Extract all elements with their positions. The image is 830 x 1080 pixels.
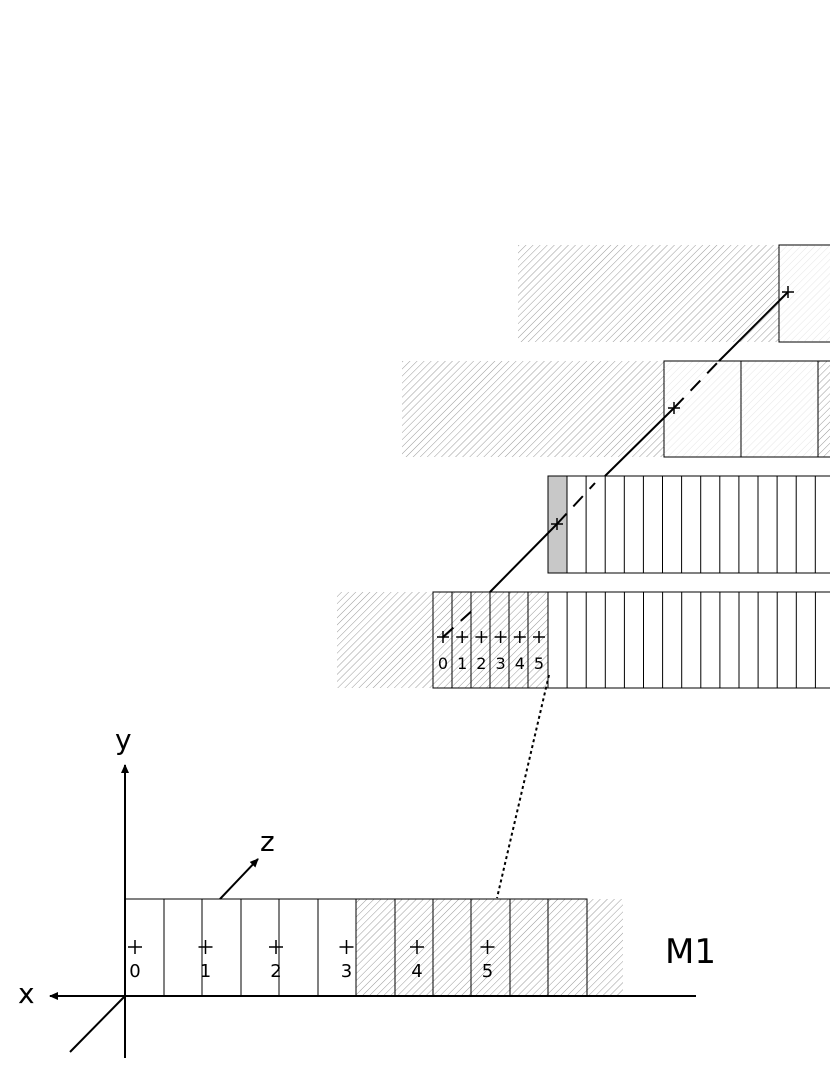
layer-1-strip-label: 1 <box>457 654 467 673</box>
track-segment-4 <box>604 407 675 477</box>
layer-2 <box>547 475 830 574</box>
track-segment-5 <box>673 360 720 409</box>
layer-1-strip-marker <box>456 631 469 643</box>
module-m1: 0 1 2 3 4 5 M1 <box>124 898 716 997</box>
layer-4 <box>518 244 830 343</box>
coordinate-axes: x y z <box>18 723 696 1058</box>
x-axis-label: x <box>18 977 35 1010</box>
layer-1-strips <box>451 592 816 688</box>
m1-strip-marker <box>198 940 213 954</box>
m1-strip-label: 2 <box>270 961 281 982</box>
layer-1-strip-label: 2 <box>476 654 486 673</box>
track-segment-3 <box>556 482 596 525</box>
m1-strip-markers: 0 1 2 3 4 5 <box>128 940 495 982</box>
z-axis-tail <box>69 995 126 1053</box>
layer-1-strip-label: 0 <box>438 654 448 673</box>
m1-strip-marker <box>480 940 495 954</box>
layer-1-strip-marker <box>475 631 488 643</box>
m1-strip-marker <box>269 940 283 954</box>
hit-marker-layer-4 <box>782 286 794 298</box>
z-axis-label: z <box>260 825 275 858</box>
m1-strip-marker <box>410 940 424 954</box>
layer-1-strip-label: 3 <box>496 654 506 673</box>
z-axis-arrow <box>219 858 259 900</box>
layer-1-strip-marker <box>513 631 526 643</box>
hit-marker-layer-3 <box>668 402 680 414</box>
m1-strip-label: 3 <box>341 961 352 982</box>
layer-1-strip-label: 4 <box>515 654 525 673</box>
module-label: M1 <box>665 932 716 972</box>
layer-1-strip-marker <box>494 631 507 643</box>
y-axis-label: y <box>115 723 132 756</box>
layer-1-strip-label: 5 <box>534 654 544 673</box>
layer-3-module-a-hatch <box>664 361 741 457</box>
track-segment-6 <box>718 291 789 362</box>
projection-line <box>496 674 550 899</box>
layer-3-module-b-hatch <box>741 361 818 457</box>
m1-strip-label: 4 <box>411 961 422 982</box>
layer-1-strip-marker <box>533 631 545 643</box>
m1-strip-label: 5 <box>482 961 493 982</box>
layer-3 <box>402 360 830 458</box>
layer-4-hatched-region <box>518 245 830 342</box>
track-segment-2 <box>489 523 558 593</box>
track-segment-1 <box>442 607 476 638</box>
m1-strip-marker <box>339 940 354 954</box>
m1-strip-label: 1 <box>200 961 211 982</box>
layer-2-strips <box>566 476 816 573</box>
m1-strip-label: 0 <box>129 961 140 982</box>
track <box>442 286 794 638</box>
m1-strip-marker <box>128 940 142 954</box>
hit-marker-layer-2 <box>551 518 563 530</box>
